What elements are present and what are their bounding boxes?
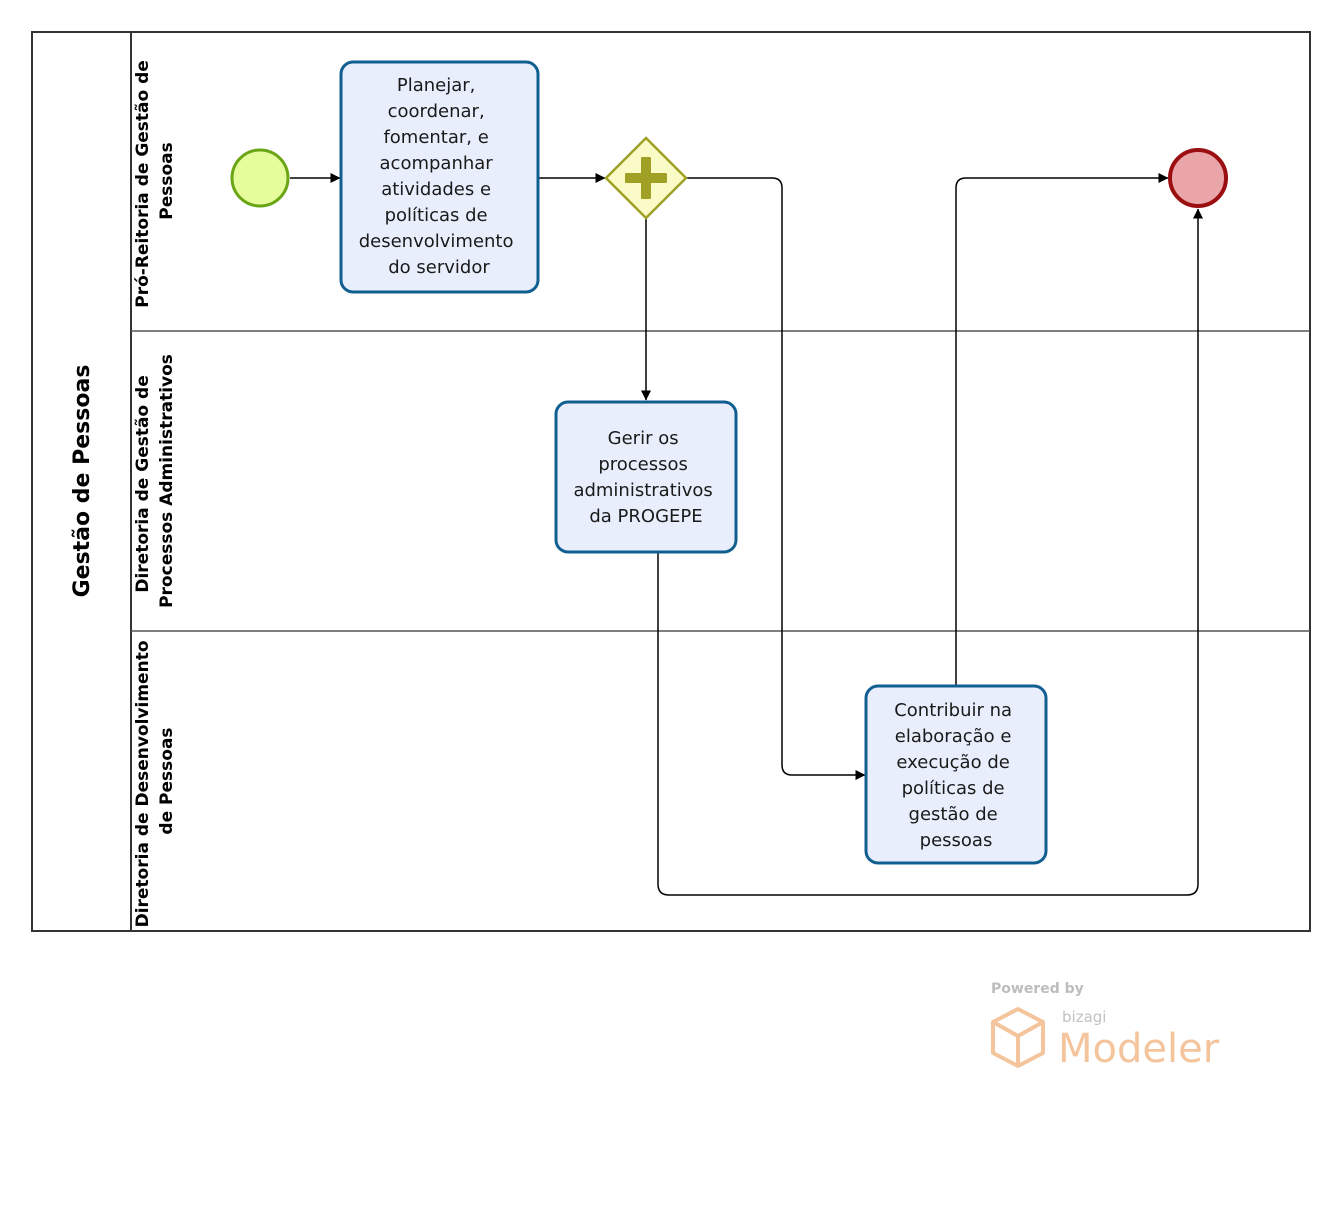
lane-title: Diretoria de Gestão de Processos Adminis… [133, 354, 177, 608]
task-label-line: elaboração e [895, 726, 1012, 747]
watermark-product: Modeler [1058, 1026, 1220, 1072]
watermark-powered-by: Powered by [991, 981, 1084, 997]
lane-title-line: Pró-Reitoria de Gestão de [133, 60, 153, 308]
task-label-line: fomentar, e [383, 127, 488, 148]
end-event[interactable] [1168, 148, 1228, 208]
lane-title: Pró-Reitoria de Gestão de Pessoas [133, 54, 177, 307]
sequence-flows [290, 173, 1203, 896]
pool-title: Gestão de Pessoas [70, 365, 95, 598]
task-planejar[interactable]: Planejar, coordenar, fomentar, e acompan… [339, 60, 540, 294]
parallel-gateway[interactable] [604, 136, 688, 220]
pool: Gestão de Pessoas [31, 31, 1311, 932]
task-label: Contribuir na elaboração e execução de p… [894, 700, 1018, 851]
task-label-line: administrativos [573, 480, 712, 501]
task-label-line: políticas de [385, 205, 488, 226]
task-label-line: coordenar, [388, 101, 485, 122]
watermark-brand: bizagi [1062, 1008, 1106, 1026]
flow-contribuir-to-end[interactable] [955, 173, 1169, 686]
bizagi-logo-icon [991, 1007, 1045, 1068]
task-label: Planejar, coordenar, fomentar, e acompan… [359, 75, 520, 278]
lane-title-line: Diretoria de Desenvolvimento [133, 641, 153, 928]
task-box [864, 684, 1048, 865]
task-label-line: Planejar, [397, 75, 476, 96]
task-box [339, 60, 540, 294]
plus-icon [625, 157, 667, 199]
lane-title: Diretoria de Desenvolvimento de Pessoas [133, 635, 177, 928]
lane-title-line: de Pessoas [157, 727, 177, 834]
task-label-line: pessoas [920, 830, 993, 851]
lane-title-line: Processos Administrativos [157, 354, 177, 608]
lane-title-line: Diretoria de Gestão de [133, 375, 153, 592]
lane-diretoria-processos: Diretoria de Gestão de Processos Adminis… [133, 354, 177, 608]
task-label: Gerir os processos administrativos da PR… [573, 428, 718, 527]
task-label-line: do servidor [388, 257, 490, 278]
start-event[interactable] [230, 148, 290, 208]
pool-border [31, 31, 1311, 932]
task-label-line: Gerir os [608, 428, 679, 449]
flow-gerir-to-end[interactable] [657, 208, 1203, 896]
task-label-line: Contribuir na [894, 700, 1012, 721]
flow-gateway-to-contribuir[interactable] [686, 177, 866, 780]
task-label-line: execução de [896, 752, 1009, 773]
lane-pro-reitoria: Pró-Reitoria de Gestão de Pessoas [133, 54, 177, 308]
task-label-line: acompanhar [380, 153, 494, 174]
lane-diretoria-desenvolvimento: Diretoria de Desenvolvimento de Pessoas [133, 635, 177, 928]
task-label-line: da PROGEPE [589, 506, 702, 527]
task-label-line: políticas de [902, 778, 1005, 799]
task-label-line: desenvolvimento [359, 231, 514, 252]
task-label-line: processos [598, 454, 688, 475]
task-gerir[interactable]: Gerir os processos administrativos da PR… [554, 400, 738, 554]
bizagi-watermark: Powered by bizagi Modeler [991, 981, 1220, 1072]
task-contribuir[interactable]: Contribuir na elaboração e execução de p… [864, 684, 1048, 865]
task-label-line: gestão de [909, 804, 998, 825]
task-box [554, 400, 738, 554]
task-label-line: atividades e [381, 179, 491, 200]
lane-title-line: Pessoas [157, 142, 177, 220]
